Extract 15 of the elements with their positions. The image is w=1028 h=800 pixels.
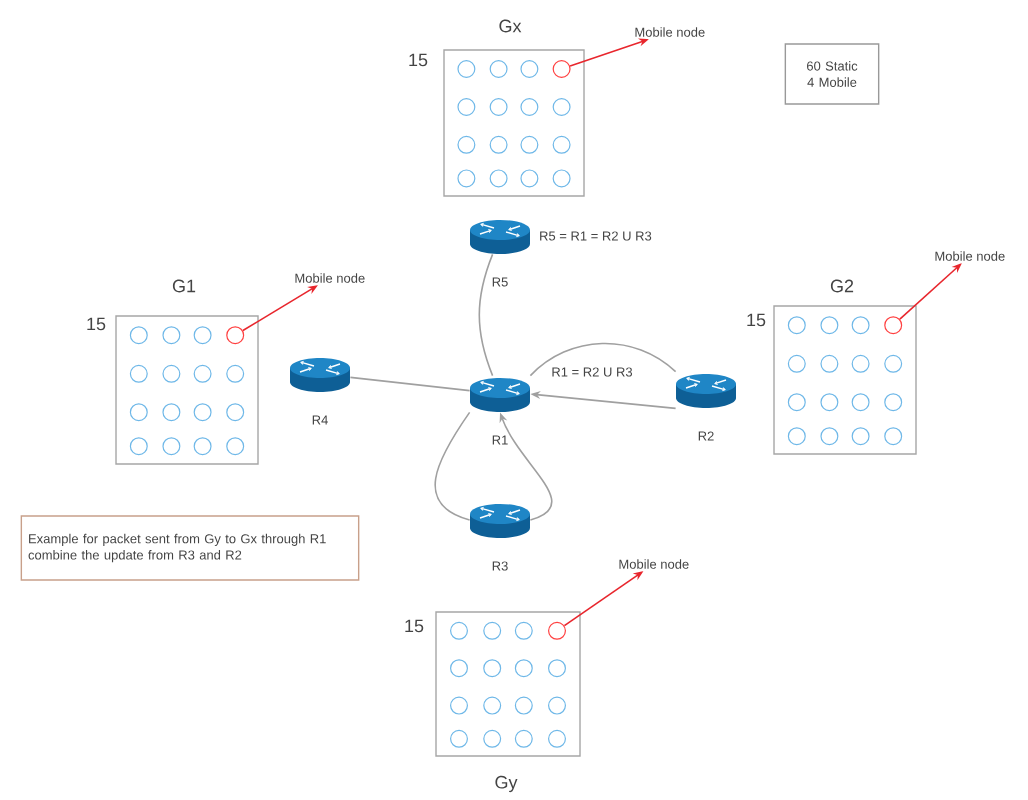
mobile-circle xyxy=(552,60,571,78)
count-label: 15 xyxy=(409,53,428,67)
connector xyxy=(529,342,677,377)
count-label: 15 xyxy=(87,317,106,331)
group-title: Gx xyxy=(499,19,522,33)
group-title: G1 xyxy=(172,279,196,293)
group-title: G2 xyxy=(830,279,854,293)
group-title: Gy xyxy=(495,775,518,793)
mobile-circle xyxy=(884,316,903,335)
connector xyxy=(434,411,471,521)
count-label: 15 xyxy=(747,313,766,327)
mobile-circle xyxy=(226,326,245,345)
connector xyxy=(349,376,471,392)
mobile-circle xyxy=(548,621,566,640)
count-label: 15 xyxy=(405,619,424,633)
